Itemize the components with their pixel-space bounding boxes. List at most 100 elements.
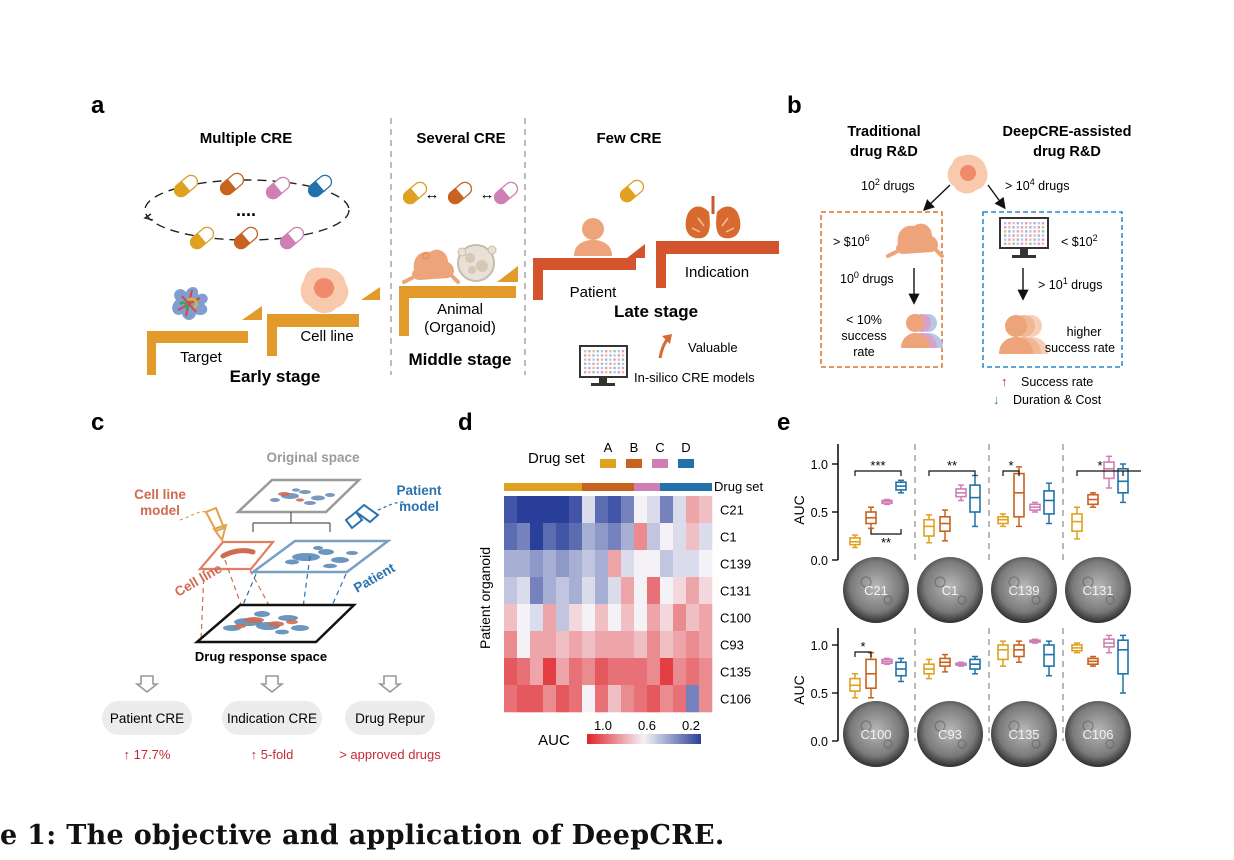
patient-model-1: Patient: [396, 483, 442, 498]
capsules-few: [619, 179, 645, 203]
capsule-icon: [173, 174, 199, 198]
heatmap-cell: [660, 577, 674, 605]
people-deep-icon: [999, 315, 1048, 354]
heatmap-cell: [686, 631, 700, 659]
embedding-point: [323, 563, 337, 569]
embedding-point: [244, 617, 264, 623]
heatmap-cell: [608, 577, 622, 605]
screen-pixel: [1008, 234, 1011, 237]
heatmap-cell: [530, 685, 544, 713]
heatmap-row-label: C100: [720, 611, 751, 626]
box-D: [969, 474, 981, 528]
animal-frog-icon: [402, 249, 460, 284]
heatmap-cell: [673, 631, 687, 659]
drug-set-legend-swatch: [600, 459, 616, 468]
trad-rate-1: < 10%: [846, 313, 882, 327]
heatmap-cell: [634, 550, 648, 578]
drug-set-bar-A: [504, 483, 582, 491]
screen-pixel: [605, 362, 608, 365]
panel-b: b Traditional drug R&D DeepCRE-assisted …: [787, 92, 1131, 407]
screen-pixel: [1029, 242, 1032, 245]
heatmap-cell: [634, 631, 648, 659]
deepcre-box: [982, 211, 1123, 368]
significance-label: *: [1008, 458, 1013, 473]
heatmap-row-label: C93: [720, 638, 744, 653]
y-tick-label: 1.0: [811, 639, 828, 653]
screen-pixel: [617, 354, 620, 357]
heatmap-row-label: C106: [720, 692, 751, 707]
heatmap-cell: [686, 604, 700, 632]
organoid-label: C100: [860, 727, 891, 742]
heatmap-cell: [660, 604, 674, 632]
box-D: [895, 479, 907, 494]
organoid-label: C106: [1082, 727, 1113, 742]
step-target: [147, 331, 248, 375]
lung-indication-icon: [685, 196, 741, 239]
deepcre-title-1: DeepCRE-assisted: [1003, 124, 1132, 140]
heatmap-cell: [673, 550, 687, 578]
heatmap-cell: [582, 496, 596, 524]
box-C: [955, 484, 967, 502]
figure-caption: e 1: The objective and application of De…: [0, 820, 725, 851]
screen-pixel: [605, 371, 608, 374]
heatmap-cell: [699, 604, 713, 632]
source-cell-icon: [947, 154, 988, 194]
heatmap-cell: [543, 523, 557, 551]
screen-pixel: [1012, 238, 1015, 241]
screen-pixel: [1033, 230, 1036, 233]
heatmap-cell: [595, 496, 609, 524]
screen-pixel: [1016, 238, 1019, 241]
header-multiple-cre: Multiple CRE: [200, 130, 293, 147]
down-arrow-icon: ↓: [993, 392, 1000, 407]
screen-pixel: [1012, 222, 1015, 225]
heatmap-cell: [504, 631, 518, 659]
screen-pixel: [600, 362, 604, 365]
boxplot-group-C1: C1**: [917, 458, 983, 623]
header-several-cre: Several CRE: [416, 130, 505, 147]
application-label: Indication CRE: [227, 711, 317, 726]
box-A: [997, 640, 1009, 667]
capsule-icon: [402, 181, 428, 205]
heatmap-cell: [569, 604, 583, 632]
heatmap-cell: [634, 604, 648, 632]
organoid-image: [991, 557, 1057, 623]
heatmap-cell: [543, 604, 557, 632]
heatmap-cell: [686, 550, 700, 578]
screen-pixel: [1041, 242, 1045, 245]
heatmap-cell: [595, 604, 609, 632]
cycle-arrow: [143, 213, 154, 221]
y-tick-label: 0.5: [811, 506, 828, 520]
heatmap-cell: [686, 658, 700, 686]
legend-duration-cost: Duration & Cost: [1013, 393, 1102, 407]
screen-pixel: [1004, 230, 1007, 233]
capsule-icon: [265, 176, 291, 200]
screen-pixel: [1033, 234, 1036, 237]
panel-label-a: a: [91, 92, 105, 119]
frog-icon-b: [886, 223, 944, 258]
header-few-cre: Few CRE: [596, 130, 661, 147]
embedding-point: [254, 611, 270, 617]
screen-pixel: [584, 362, 587, 365]
colorbar-tick: 1.0: [594, 718, 612, 733]
screen-pixel: [1025, 234, 1028, 237]
application-list: Patient CRE↑ 17.7%Indication CRE↑ 5-fold…: [102, 675, 441, 762]
heatmap-cell: [569, 496, 583, 524]
screen-pixel: [621, 366, 625, 370]
screen-pixel: [1008, 226, 1011, 229]
screen-pixel: [584, 358, 587, 361]
drug-set-bar-B: [582, 483, 634, 491]
boxplot-group-C135: C135: [991, 638, 1057, 767]
significance-bracket: *: [1002, 458, 1020, 476]
heatmap-cell: [595, 550, 609, 578]
heatmap-cell: [556, 685, 570, 713]
application-gain: ↑ 17.7%: [124, 747, 171, 762]
organoid-label: C131: [1082, 583, 1113, 598]
heatmap-cell: [647, 496, 661, 524]
screen-pixel: [1012, 242, 1015, 245]
heatmap-cell: [569, 577, 583, 605]
computer-monitor-icon: [579, 345, 628, 386]
heatmap-cell: [582, 685, 596, 713]
box-D: [969, 655, 981, 675]
screen-pixel: [617, 371, 620, 374]
